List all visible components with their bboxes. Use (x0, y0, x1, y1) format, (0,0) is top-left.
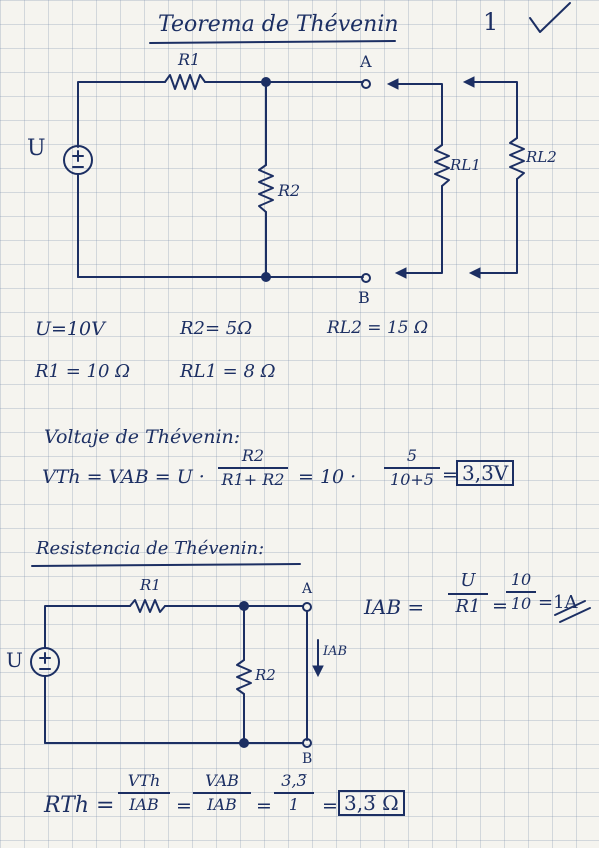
c1-rl2-resistor (509, 137, 525, 180)
voltage-equals: = (442, 464, 458, 486)
rth-fraction-3: 3,3̅ 1 (274, 773, 314, 813)
rth-frac1-denominator: IAB (129, 795, 159, 814)
title-underline (149, 40, 396, 44)
c2-r2-label: R2 (255, 666, 276, 684)
iab-frac1-denominator: R1 (455, 596, 481, 617)
c1-wire-left (77, 81, 166, 141)
rth-equals-3: = (322, 795, 338, 817)
voltage-fraction-1: R2 R1+ R2 (218, 448, 288, 488)
value-r1: R1 = 10 Ω (35, 361, 131, 382)
c2-wire-left (44, 605, 131, 649)
c2-node-a-terminal (302, 602, 312, 612)
c1-r1-resistor (164, 74, 206, 90)
voltage-mid: = 10 · (298, 466, 357, 488)
c2-r1-label: R1 (140, 576, 161, 594)
heading-underline (31, 563, 301, 567)
voltage-frac2-numerator: 5 (406, 446, 418, 465)
rth-frac2-denominator: IAB (207, 795, 237, 814)
iab-frac2-numerator: 10 (510, 570, 532, 589)
c1-junction-bottom (261, 272, 271, 282)
voltage-result: 3,3̅V (456, 460, 515, 486)
c1-rl1-wire (394, 83, 443, 146)
iab-equals: = (492, 595, 508, 617)
rth-equals-2: = (256, 795, 272, 817)
iab-lhs: IAB = (364, 595, 425, 619)
value-rl1: RL1 = 8 Ω (180, 361, 276, 382)
c2-node-b-label: B (302, 751, 313, 767)
iab-result: =1A (538, 592, 578, 613)
iab-fraction-2: 10 10 (506, 572, 536, 612)
value-u: U=10V (35, 318, 105, 340)
c1-node-b-label: B (358, 288, 370, 307)
rth-frac3-numerator: 3,3̅ (281, 771, 307, 790)
voltage-frac2-denominator: 10+5 (390, 470, 434, 489)
voltage-frac1-denominator: R1+ R2 (221, 470, 285, 489)
rth-frac2-numerator: VAB (205, 771, 239, 790)
c1-r2-resistor (258, 164, 274, 213)
iab-label: IAB (323, 644, 348, 659)
c2-r2-resistor (236, 659, 252, 695)
rth-fraction-1: VTh IAB (118, 773, 170, 813)
rth-equals-1: = (176, 795, 192, 817)
c2-node-b-terminal (302, 738, 312, 748)
value-r2: R2= 5Ω (180, 318, 253, 339)
voltage-heading: Voltaje de Thévenin: (44, 426, 241, 448)
c1-rl1-resistor (434, 144, 450, 187)
voltage-lhs: VTh = VAB = U · (42, 466, 205, 488)
c1-rl2-wire (471, 81, 518, 139)
page-number: 1 (483, 8, 499, 36)
value-rl2: RL2 = 15 Ω (327, 318, 429, 338)
check-mark (529, 2, 571, 33)
iab-frac1-numerator: U (460, 570, 476, 591)
c1-r1-label: R1 (178, 50, 201, 69)
page-title: Teorema de Thévenin (158, 12, 399, 37)
rth-frac3-denominator: 1 (288, 795, 300, 814)
rth-fraction-2: VAB IAB (193, 773, 251, 813)
c2-junction-bottom (239, 738, 249, 748)
rth-frac1-numerator: VTh (127, 771, 161, 790)
voltage-fraction-2: 5 10+5 (384, 448, 440, 488)
c1-node-a-terminal (361, 79, 371, 89)
c1-rl2-label: RL2 (526, 148, 557, 166)
c1-source-label: U (27, 136, 46, 161)
c2-node-a-label: A (302, 581, 313, 597)
c2-r1-resistor (129, 599, 166, 613)
iab-fraction-1: U R1 (448, 572, 488, 616)
rth-result: 3,3̅ Ω (338, 790, 405, 816)
c2-source-label: U (6, 648, 23, 672)
c1-node-a-label: A (360, 52, 372, 71)
voltage-frac1-numerator: R2 (241, 446, 265, 465)
c1-node-b-terminal (361, 273, 371, 283)
c1-rl1-label: RL1 (450, 156, 481, 174)
resistance-heading: Resistencia de Thévenin: (36, 538, 265, 559)
iab-frac2-denominator: 10 (510, 594, 532, 613)
c1-r2-label: R2 (278, 181, 301, 200)
rth-lhs: RTh = (44, 793, 115, 818)
